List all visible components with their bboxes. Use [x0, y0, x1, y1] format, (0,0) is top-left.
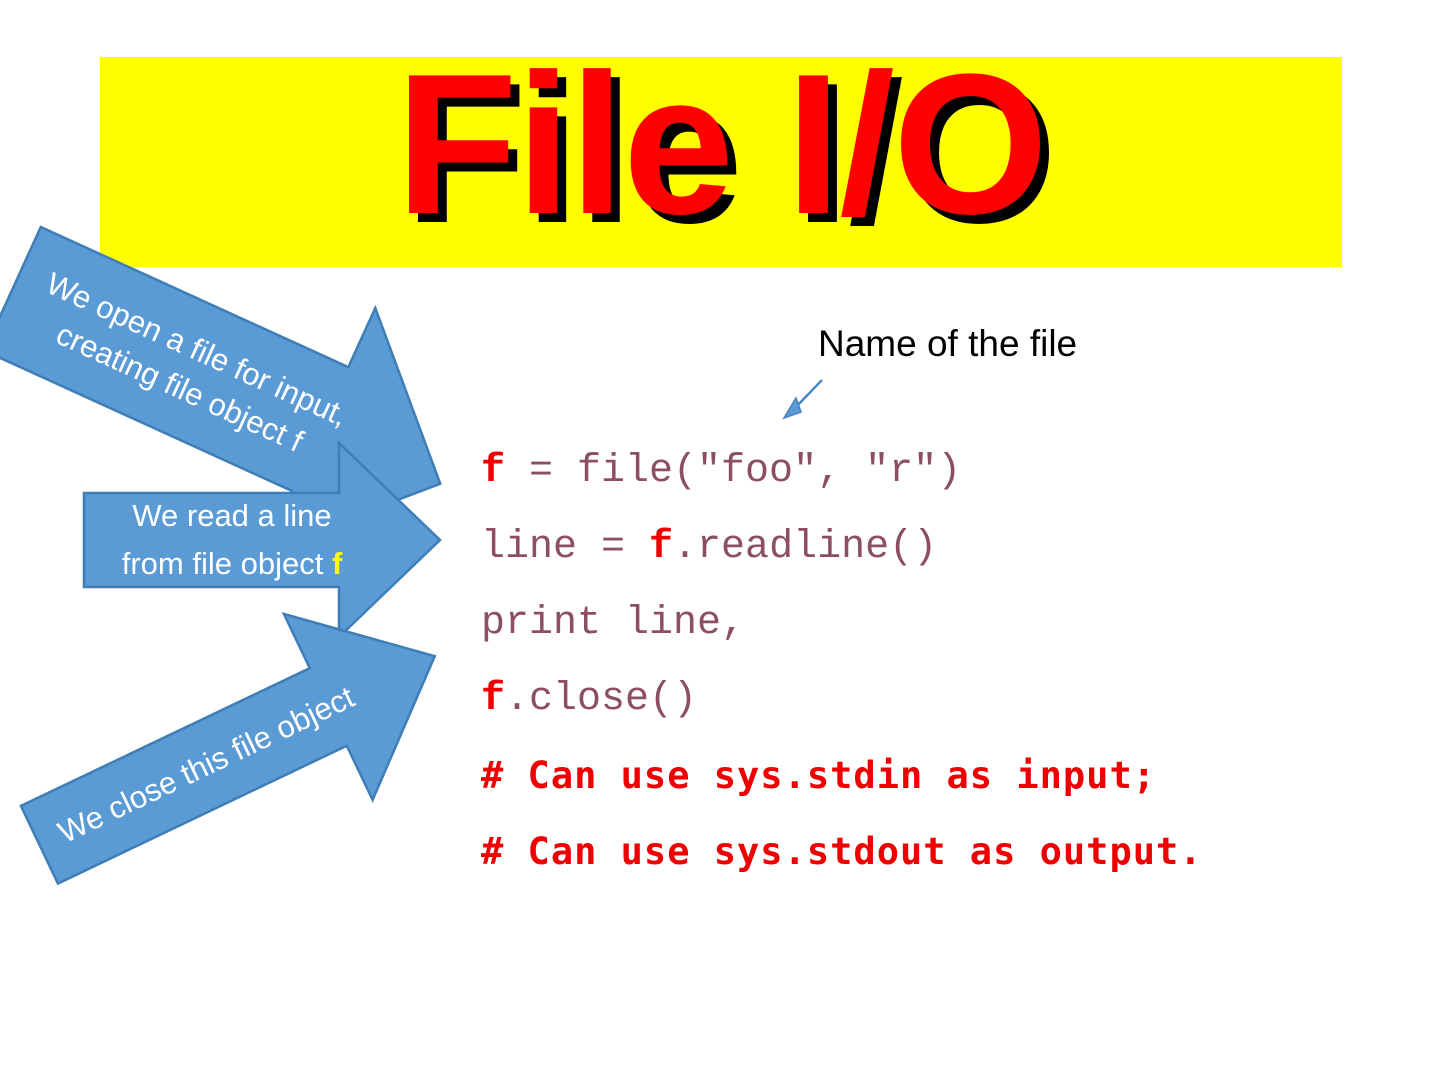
- code-text: .close(): [505, 677, 698, 722]
- code-text: line =: [481, 525, 650, 570]
- code-block: f = file("foo", "r") line = f.readline()…: [481, 434, 1381, 890]
- code-text: print line,: [481, 601, 746, 646]
- code-line: line = f.readline(): [481, 510, 1381, 586]
- code-text: # Can use sys.stdin as input;: [481, 754, 1157, 797]
- title-banner: [100, 57, 1342, 267]
- block-arrow-right-icon: [19, 612, 437, 886]
- filename-annotation-label: Name of the file: [818, 323, 1078, 364]
- thin-arrow-down-left-icon: [782, 379, 823, 420]
- code-line: print line,: [481, 586, 1381, 662]
- code-var: f: [481, 677, 506, 722]
- code-text: .readline(): [673, 525, 938, 570]
- code-comment-line: # Can use sys.stdin as input;: [481, 738, 1381, 814]
- callout-arrow-read: [82, 440, 442, 640]
- code-comment-line: # Can use sys.stdout as output.: [481, 814, 1381, 890]
- block-arrow-right-icon: [82, 440, 442, 640]
- code-var: f: [481, 449, 506, 494]
- callout-arrow-close: [0, 561, 482, 940]
- code-var: f: [649, 525, 674, 570]
- code-line: f = file("foo", "r"): [481, 434, 1381, 510]
- page-title: File I/O: [395, 33, 1049, 256]
- code-text: # Can use sys.stdout as output.: [481, 830, 1203, 873]
- code-text: = file("foo", "r"): [505, 449, 962, 494]
- code-line: f.close(): [481, 662, 1381, 738]
